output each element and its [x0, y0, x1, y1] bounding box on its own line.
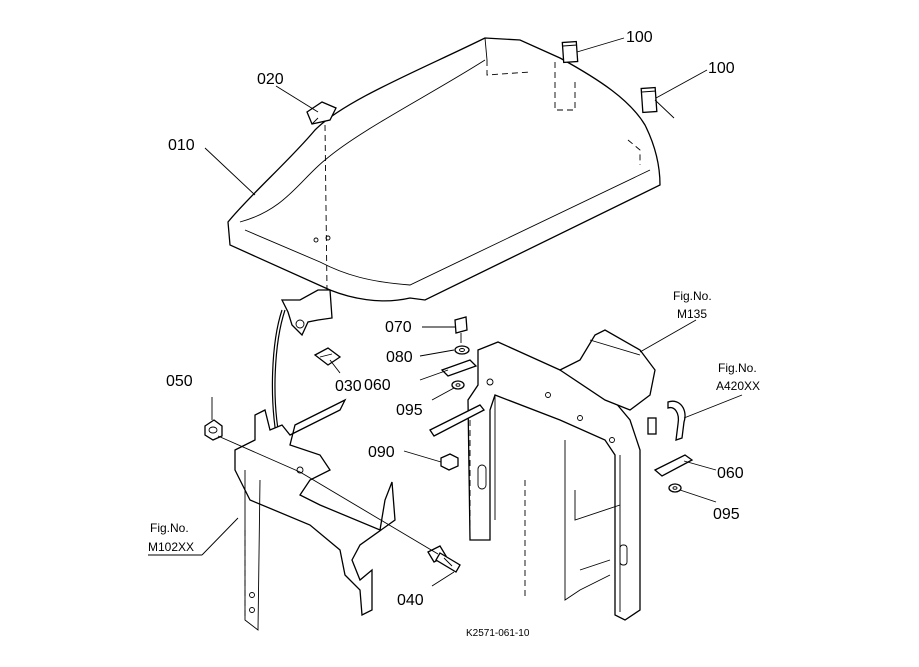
label-060-a: 060: [364, 377, 391, 394]
left-support-bracket: [234, 398, 396, 631]
rod-plate: [429, 404, 486, 437]
figref-m135-line1: Fig.No.: [673, 289, 712, 303]
hood-010: [227, 37, 661, 302]
label-030: 030: [335, 378, 362, 395]
part-100-pad-b: [640, 86, 658, 114]
label-040: 040: [397, 592, 424, 609]
part-020-knob: [306, 101, 337, 125]
right-main-frame: [467, 329, 656, 621]
label-010: 010: [168, 137, 195, 154]
label-095-b: 095: [713, 506, 740, 523]
label-060-b: 060: [717, 465, 744, 482]
part-080-washer: [454, 345, 470, 355]
part-100-pad-a: [561, 40, 579, 64]
part-070-bolt: [454, 316, 468, 343]
part-060-plate-a: [440, 359, 478, 377]
a420-bracket: [647, 400, 686, 441]
label-100-b: 100: [708, 60, 735, 77]
drawing-code: K2571-061-10: [466, 628, 530, 639]
figref-a420-line2: A420XX: [716, 379, 760, 393]
figref-m102-line1: Fig.No.: [150, 521, 189, 535]
label-080: 080: [386, 349, 413, 366]
label-090: 090: [368, 444, 395, 461]
label-100-a: 100: [626, 29, 653, 46]
label-095-a: 095: [396, 402, 423, 419]
part-090-collar: [440, 453, 459, 471]
part-095-washer-a: [451, 380, 465, 390]
part-050-nut: [204, 419, 223, 441]
part-030-clip: [313, 347, 342, 366]
leader-lines: [148, 37, 743, 587]
figref-m135-line2: M135: [677, 307, 707, 321]
label-070: 070: [385, 319, 412, 336]
part-040-bolt: [427, 545, 461, 573]
part-060-plate-b: [653, 454, 694, 477]
label-050: 050: [166, 373, 193, 390]
label-020: 020: [257, 71, 284, 88]
part-095-washer-b: [668, 483, 682, 493]
figref-a420-line1: Fig.No.: [718, 361, 757, 375]
figref-m102-line2: M102XX: [148, 540, 194, 554]
